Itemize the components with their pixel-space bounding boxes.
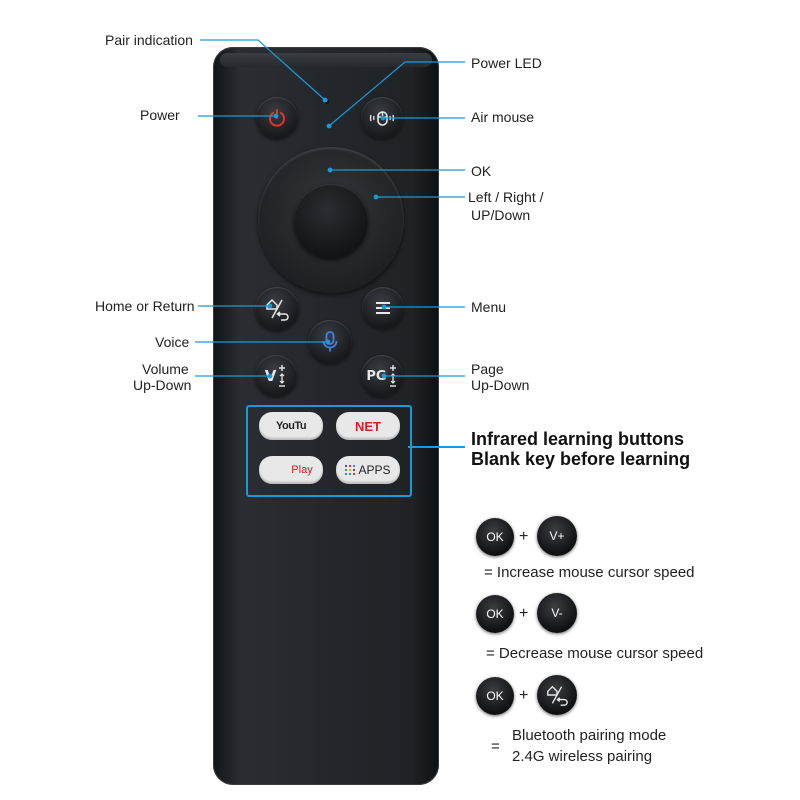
combo3-ok-text: OK: [486, 689, 504, 703]
volume-label-line1: Volume: [142, 361, 189, 377]
combo3-equals: =: [491, 738, 500, 755]
menu-icon: [376, 302, 390, 314]
grid-icon: [345, 465, 356, 475]
combo2-result: = Decrease mouse cursor speed: [486, 645, 704, 662]
volume-label: V: [264, 367, 277, 385]
menu-button[interactable]: [362, 287, 404, 329]
dpad-label-line2: UP/Down: [471, 207, 531, 223]
power-label: Power: [140, 107, 180, 123]
netflix-key[interactable]: NET: [336, 412, 400, 440]
combo3-result-line1: Bluetooth pairing mode: [512, 727, 667, 744]
voice-label: Voice: [155, 334, 190, 350]
youtube-key[interactable]: YouTu: [259, 412, 323, 440]
apps-key-label: APPS: [358, 463, 391, 477]
voice-button[interactable]: [308, 320, 352, 364]
remote-top-edge: [220, 53, 432, 67]
air-mouse-icon: [369, 111, 395, 126]
air-mouse-button[interactable]: [361, 97, 403, 139]
up-down-arrow-icon: [279, 365, 286, 387]
volume-button[interactable]: V: [255, 355, 297, 397]
combo3-plus: +: [519, 687, 529, 704]
combo1-plus: +: [519, 528, 529, 545]
ok-label: OK: [471, 163, 492, 179]
ir-title-line2: Blank key before learning: [471, 449, 691, 469]
home-return-icon: [547, 685, 568, 706]
page-button[interactable]: PG: [361, 355, 403, 397]
youtube-key-label: YouTu: [275, 420, 307, 432]
netflix-key-label: NET: [355, 418, 381, 434]
pair-indication-label: Pair indication: [105, 32, 193, 48]
ir-learning-box: [246, 405, 412, 497]
combo1-ok-button: OK: [476, 518, 514, 556]
pair-indicator-dot: [325, 100, 329, 104]
combo2-ok-text: OK: [486, 607, 504, 621]
combo1-vplus-text: V+: [549, 529, 565, 543]
combo2-vminus-button: V-: [537, 593, 577, 633]
air-mouse-label: Air mouse: [471, 109, 535, 125]
up-down-arrow-icon: [389, 365, 396, 387]
power-led-dot: [327, 124, 331, 128]
combo3-ok-button: OK: [476, 677, 514, 715]
home-return-label: Home or Return: [95, 298, 195, 314]
page-label-line2: Up-Down: [471, 377, 530, 393]
home-return-icon: [266, 298, 289, 321]
power-led-label: Power LED: [471, 55, 542, 71]
play-key[interactable]: Play: [259, 456, 323, 484]
microphone-icon: [322, 331, 338, 352]
apps-key[interactable]: APPS: [336, 456, 400, 484]
power-button[interactable]: [256, 97, 298, 139]
combo3-result-line2: 2.4G wireless pairing: [512, 748, 653, 765]
ir-title-line1: Infrared learning buttons: [471, 429, 685, 449]
combo2-plus: +: [519, 605, 529, 622]
power-icon: [269, 109, 285, 127]
combo1-vplus-button: V+: [537, 516, 577, 556]
page-label: PG: [366, 368, 387, 384]
combo2-ok-button: OK: [476, 595, 514, 633]
play-key-label: Play: [291, 464, 313, 476]
combo1-result: = Increase mouse cursor speed: [484, 564, 695, 581]
volume-label-line2: Up-Down: [133, 377, 192, 393]
menu-label: Menu: [471, 299, 507, 315]
dpad-label-line1: Left / Right /: [468, 189, 544, 205]
page-label-line1: Page: [471, 361, 504, 377]
combo2-vminus-text: V-: [551, 606, 563, 620]
combo3-home-return-button: [537, 675, 577, 715]
ok-button[interactable]: [294, 184, 368, 258]
home-return-button[interactable]: [255, 287, 299, 331]
combo1-ok-text: OK: [486, 530, 504, 544]
